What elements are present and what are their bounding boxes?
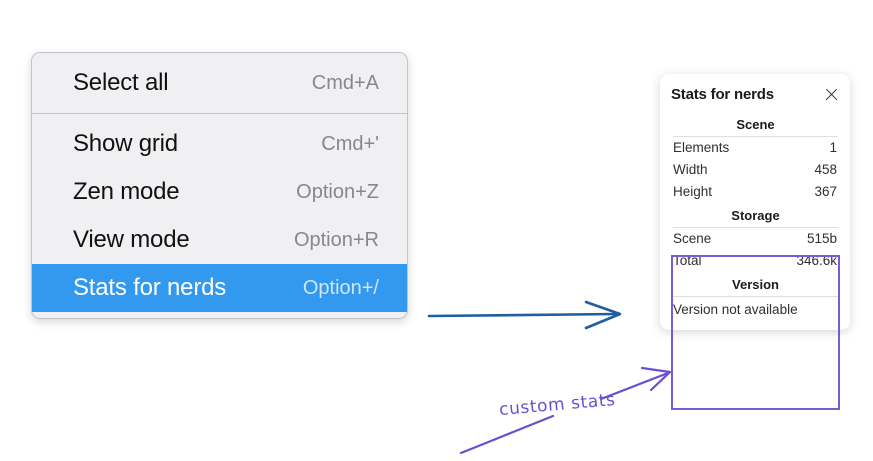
menu-item-shortcut: Cmd+' xyxy=(321,132,379,155)
menu-item-view-mode[interactable]: View mode Option+R xyxy=(32,216,407,264)
stat-key: Elements xyxy=(673,140,730,155)
menu-item-label: Stats for nerds xyxy=(73,274,227,301)
stat-key: Total xyxy=(673,253,702,268)
version-value: Version not available xyxy=(673,302,798,317)
section-divider xyxy=(673,136,838,137)
menu-item-shortcut: Option+Z xyxy=(296,180,379,203)
menu-item-label: Select all xyxy=(73,69,169,96)
stat-key: Width xyxy=(673,162,708,177)
context-menu[interactable]: Select all Cmd+A Show grid Cmd+' Zen mod… xyxy=(31,52,408,319)
purple-underline-stroke xyxy=(459,414,555,455)
menu-item-shortcut: Option+R xyxy=(293,228,379,251)
menu-item-zen-mode[interactable]: Zen mode Option+Z xyxy=(32,168,407,216)
stat-row: Total 346.6k xyxy=(671,253,840,275)
menu-item-label: Zen mode xyxy=(73,178,180,205)
menu-item-label: Show grid xyxy=(73,130,178,157)
menu-item-shortcut: Option+/ xyxy=(302,276,379,299)
section-divider xyxy=(673,296,838,297)
stats-for-nerds-panel: Stats for nerds Scene Elements 1 Width 4… xyxy=(660,74,850,330)
panel-title: Stats for nerds xyxy=(671,86,774,103)
panel-header: Stats for nerds xyxy=(671,86,840,103)
menu-item-label: View mode xyxy=(73,226,190,253)
stat-row: Elements 1 xyxy=(671,140,840,162)
stat-value: 346.6k xyxy=(796,253,837,268)
stat-key: Height xyxy=(673,184,713,199)
stat-row: Scene 515b xyxy=(671,231,840,253)
menu-group-1: Select all Cmd+A xyxy=(32,53,407,113)
stat-key: Scene xyxy=(673,231,712,246)
menu-item-select-all[interactable]: Select all Cmd+A xyxy=(32,59,407,107)
menu-item-show-grid[interactable]: Show grid Cmd+' xyxy=(32,120,407,168)
annotation-label: custom stats xyxy=(498,389,617,421)
section-title-scene: Scene xyxy=(736,117,775,132)
menu-item-stats-for-nerds[interactable]: Stats for nerds Option+/ xyxy=(32,264,407,312)
stat-row: Height 367 xyxy=(671,184,840,206)
stat-value: 1 xyxy=(829,140,837,155)
close-icon[interactable] xyxy=(824,87,839,102)
stat-value: 367 xyxy=(814,184,837,199)
section-title-storage: Storage xyxy=(731,208,780,223)
stat-value: 458 xyxy=(814,162,837,177)
stat-row: Width 458 xyxy=(671,162,840,184)
section-title-version: Version xyxy=(732,277,779,292)
section-divider xyxy=(673,227,838,228)
menu-group-2: Show grid Cmd+' Zen mode Option+Z View m… xyxy=(32,113,407,318)
blue-arrow xyxy=(427,300,622,330)
menu-item-shortcut: Cmd+A xyxy=(311,71,379,94)
stat-value: 515b xyxy=(806,231,837,246)
